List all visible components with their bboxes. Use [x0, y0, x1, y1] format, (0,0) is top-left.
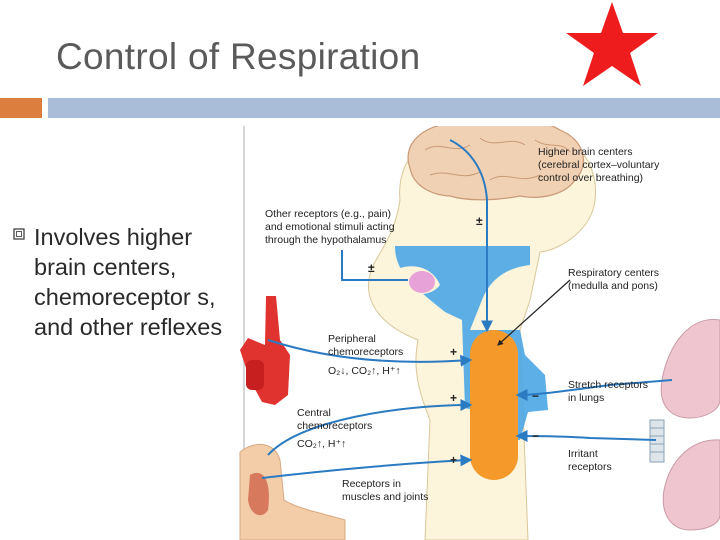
sign-higher: ±: [476, 214, 483, 228]
respiratory-center: [470, 330, 518, 480]
path-muscles: [261, 454, 473, 479]
title-accent-bar-blue: [48, 98, 720, 118]
label-higher-brain-1: Higher brain centers: [538, 146, 633, 158]
label-stretch-1: Stretch receptors: [568, 379, 648, 391]
path-peripheral: [267, 339, 473, 367]
path-stretch: [515, 379, 673, 401]
label-central-2: chemoreceptors: [297, 420, 372, 432]
label-other-3: through the hypothalamus: [265, 234, 386, 246]
bullet-square-icon: [13, 228, 25, 240]
bullet-text: Involves higher brain centers, chemorece…: [34, 224, 223, 340]
sign-central: +: [450, 391, 457, 405]
lung-lower: [662, 439, 720, 531]
label-peripheral-2: chemoreceptors: [328, 346, 403, 358]
label-central-stimuli: CO₂↑, H⁺↑: [297, 438, 346, 450]
sign-peripheral: +: [450, 345, 457, 359]
label-higher-brain-2: (cerebral cortex–voluntary: [538, 159, 660, 171]
label-muscles-1: Receptors in: [342, 478, 401, 490]
path-central: [267, 399, 473, 456]
hypothalamus: [409, 271, 435, 293]
label-stretch-2: in lungs: [568, 392, 604, 404]
label-muscles-2: muscles and joints: [342, 491, 428, 503]
sign-irritant: −: [532, 429, 539, 443]
label-higher-brain-3: control over breathing): [538, 172, 643, 184]
label-resp-centers-1: Respiratory centers: [568, 267, 659, 279]
lung-upper: [660, 318, 720, 419]
label-peripheral-1: Peripheral: [328, 333, 376, 345]
label-central-1: Central: [297, 407, 331, 419]
path-higher: [449, 139, 493, 333]
brain: [407, 126, 584, 201]
label-other-1: Other receptors (e.g., pain): [265, 208, 391, 220]
sign-stretch: −: [532, 389, 539, 403]
path-irritant: [515, 430, 657, 443]
trachea-icon: [649, 419, 665, 463]
label-irritant-1: Irritant: [568, 448, 598, 460]
star-icon: [566, 2, 658, 86]
label-peripheral-stimuli: O₂↓, CO₂↑, H⁺↑: [328, 365, 401, 377]
path-other: [341, 250, 408, 281]
slide-title: Control of Respiration: [56, 36, 421, 77]
respiration-diagram: Higher brain centers (cerebral cortex–vo…: [239, 126, 720, 540]
arm-muscle: [239, 444, 346, 540]
label-other-2: and emotional stimuli acting: [265, 221, 395, 233]
label-resp-centers-2: (medulla and pons): [568, 280, 658, 292]
sign-muscles: +: [450, 453, 457, 467]
label-irritant-2: receptors: [568, 461, 612, 473]
carotid-artery: [240, 296, 290, 405]
title-accent-bar-orange: [0, 98, 42, 118]
sign-other: ±: [368, 261, 375, 275]
